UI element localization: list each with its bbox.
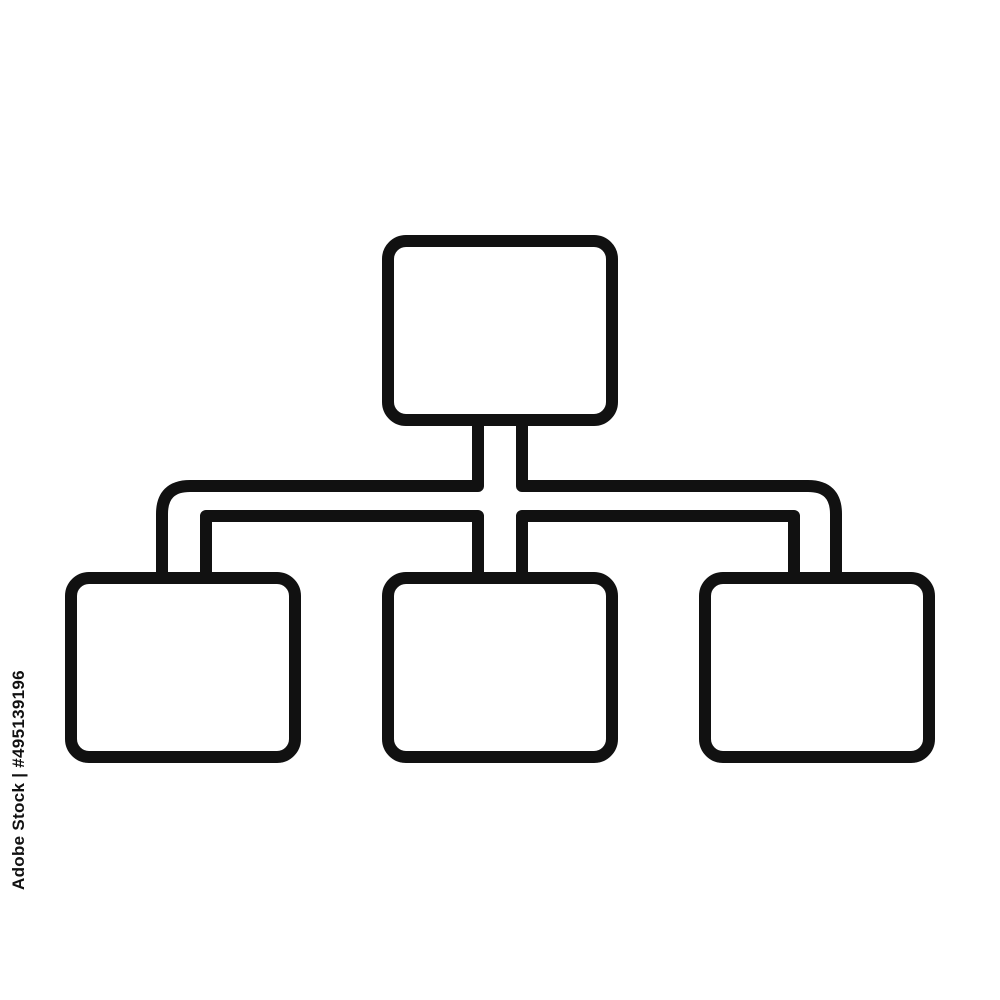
bottom-left-node-box [65, 572, 301, 763]
top-node-box [382, 235, 618, 426]
connector-pipe-outline [156, 414, 842, 584]
bottom-right-node-box [699, 572, 935, 763]
bottom-center-node-box [382, 572, 618, 763]
stock-credit-label: Adobe Stock | #495139196 [9, 670, 28, 890]
